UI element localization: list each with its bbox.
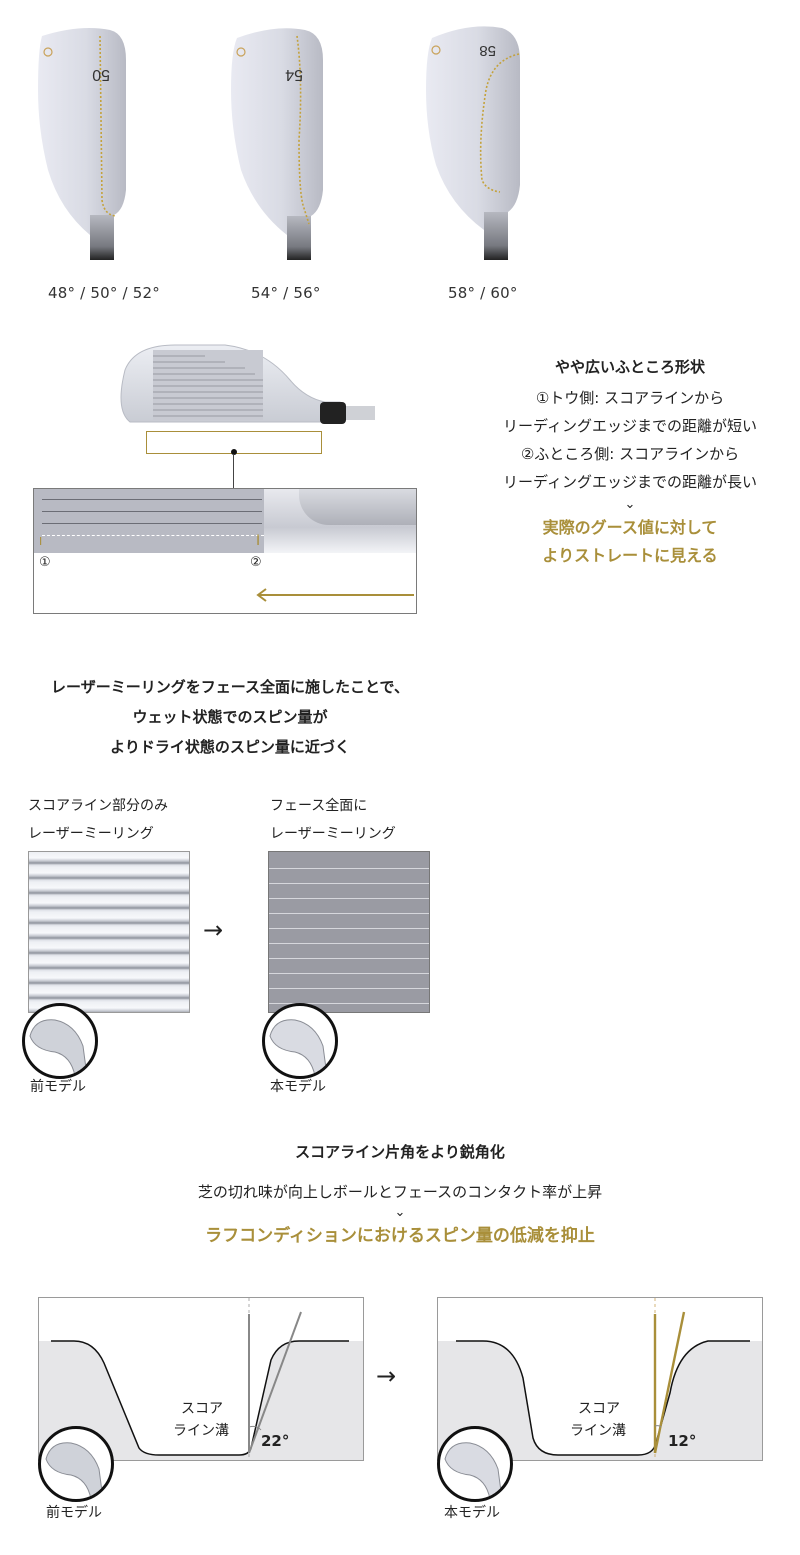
loft-label-3: 58° / 60° — [448, 284, 518, 302]
chevron-down-icon: ⌄ — [394, 1205, 406, 1220]
groove-explanation: スコアライン片角をより鋭角化 芝の切れ味が向上しボールとフェースのコンタクト率が… — [0, 1138, 800, 1252]
new-groove-model-label: 本モデル — [444, 1505, 500, 1521]
wedge-face-image — [120, 344, 375, 424]
loft-label-1: 48° / 50° / 52° — [48, 284, 160, 302]
distance-marker-toe: I — [39, 535, 43, 548]
old-angle-label: 22° — [261, 1432, 290, 1450]
heel-marker-label: ② — [250, 555, 262, 570]
svg-text:50: 50 — [92, 66, 110, 83]
wedge-head-image-54: 54 — [231, 28, 323, 261]
pocket-result-1: 実際のグース値に対して — [542, 518, 718, 537]
score-line-dashed — [42, 535, 264, 536]
chevron-down-icon: ⌄ — [624, 497, 636, 512]
old-groove-thumbnail — [38, 1426, 114, 1502]
new-model-thumbnail — [262, 1003, 338, 1079]
new-face-caption-2: レーザーミーリング — [270, 826, 396, 842]
groove-title: スコアライン片角をより鋭角化 — [295, 1143, 505, 1161]
old-face-texture — [28, 851, 190, 1013]
zoom-detail-box: I I ① ② — [33, 488, 417, 614]
direction-arrow-left — [256, 588, 414, 602]
old-groove-model-label: 前モデル — [46, 1505, 102, 1521]
pocket-line-2: リーディングエッジまでの距離が短い — [503, 417, 757, 435]
pocket-result-2: よりストレートに見える — [542, 546, 718, 565]
new-groove-label-1: スコア — [578, 1401, 620, 1417]
old-face-caption-1: スコアライン部分のみ — [28, 798, 168, 814]
new-groove-thumbnail — [437, 1426, 513, 1502]
svg-text:58: 58 — [479, 42, 496, 59]
groove-result: ラフコンディションにおけるスピン量の低減を抑止 — [205, 1226, 595, 1246]
leader-dot — [231, 449, 237, 455]
laser-headline-2: ウェット状態でのスピン量が — [132, 708, 328, 726]
laser-headline-1: レーザーミーリングをフェース全面に施したことで、 — [51, 678, 409, 696]
pocket-line-3: ②ふところ側: スコアラインから — [520, 445, 740, 463]
loft-lineup: 50 54 58 48° / 50° / 52° 54° / 56° 58° /… — [0, 0, 800, 310]
svg-text:54: 54 — [285, 66, 303, 83]
leader-line — [233, 454, 234, 488]
old-groove-label-2: ライン溝 — [173, 1423, 229, 1439]
laser-headline-3: よりドライ状態のスピン量に近づく — [110, 738, 350, 756]
groove-subtitle: 芝の切れ味が向上しボールとフェースのコンタクト率が上昇 — [197, 1183, 603, 1201]
wedge-head-image-58: 58 — [426, 26, 520, 261]
laser-headline: レーザーミーリングをフェース全面に施したことで、 ウェット状態でのスピン量が よ… — [0, 672, 460, 762]
old-model-thumbnail — [22, 1003, 98, 1079]
new-face-texture — [268, 851, 430, 1013]
arrow-right-icon: → — [376, 1362, 397, 1390]
old-face-caption-2: レーザーミーリング — [28, 826, 154, 842]
distance-marker-heel: I — [256, 533, 261, 549]
new-model-label: 本モデル — [270, 1079, 326, 1095]
toe-marker-label: ① — [39, 555, 51, 570]
pocket-line-4: リーディングエッジまでの距離が長い — [503, 473, 757, 491]
pocket-explanation: やや広いふところ形状 ①トウ側: スコアラインから リーディングエッジまでの距離… — [460, 350, 800, 570]
pocket-line-1: ①トウ側: スコアラインから — [535, 389, 725, 407]
pocket-title: やや広いふところ形状 — [554, 358, 705, 376]
loft-label-2: 54° / 56° — [251, 284, 321, 302]
new-angle-label: 12° — [668, 1432, 697, 1450]
new-groove-label-2: ライン溝 — [570, 1423, 626, 1439]
old-model-label: 前モデル — [30, 1079, 86, 1095]
arrow-right-icon: → — [203, 916, 224, 944]
wedge-head-image-50: 50 — [38, 28, 126, 260]
old-groove-label-1: スコア — [181, 1401, 223, 1417]
pocket-diagram: I I ① ② — [0, 330, 460, 620]
new-face-caption-1: フェース全面に — [270, 798, 368, 814]
